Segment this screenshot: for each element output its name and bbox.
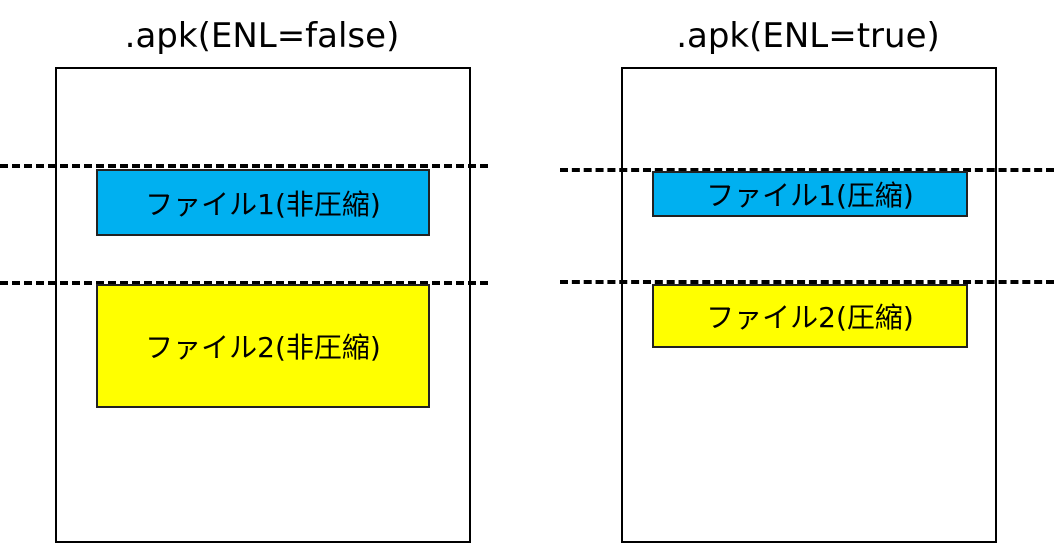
left-dash-line-2 [0,281,488,285]
right-dash-line-2 [560,280,1054,284]
left-file2-block: ファイル2(非圧縮) [96,284,430,408]
right-file1-block: ファイル1(圧縮) [652,171,968,217]
left-title: .apk(ENL=false) [124,16,400,56]
left-dash-line-1 [0,164,488,168]
right-title: .apk(ENL=true) [676,16,940,56]
left-file1-block: ファイル1(非圧縮) [96,169,430,236]
right-file2-block: ファイル2(圧縮) [652,284,968,348]
right-dash-line-1 [560,168,1054,172]
